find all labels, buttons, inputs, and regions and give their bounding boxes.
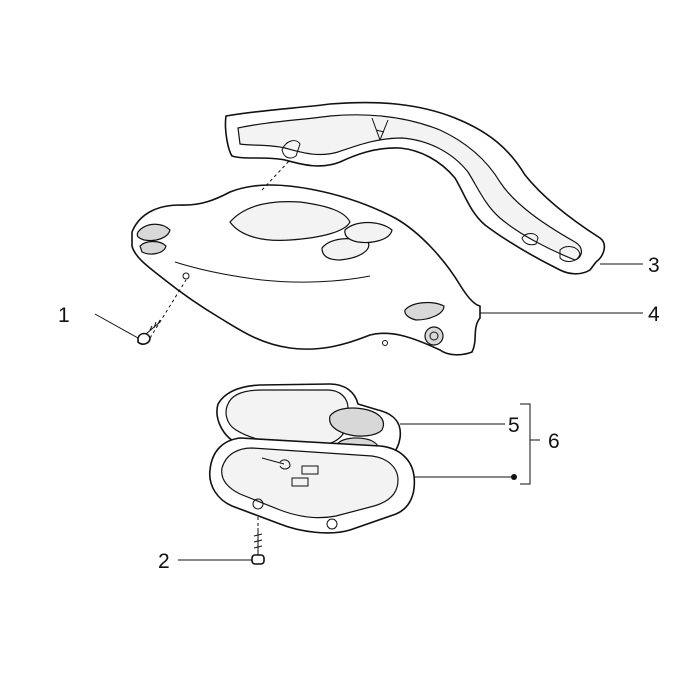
callout-2: 2 [158, 550, 170, 573]
leader-line-1 [94, 313, 139, 339]
screw-1 [137, 319, 161, 345]
assembly-line-screw-1 [149, 279, 187, 339]
assembly-line-covers [261, 159, 291, 191]
callout-1: 1 [58, 304, 70, 327]
front-handlebar-cover [131, 184, 481, 356]
callout-5: 5 [508, 414, 520, 437]
rear-handlebar-cover [224, 101, 606, 275]
callout-3: 3 [648, 254, 660, 277]
callout-4: 4 [648, 303, 660, 326]
bracket-5-6 [520, 403, 540, 485]
instrument-housing [208, 437, 416, 534]
screw-2 [251, 528, 265, 565]
leader-dot-6 [511, 474, 517, 480]
callout-6: 6 [548, 430, 560, 453]
